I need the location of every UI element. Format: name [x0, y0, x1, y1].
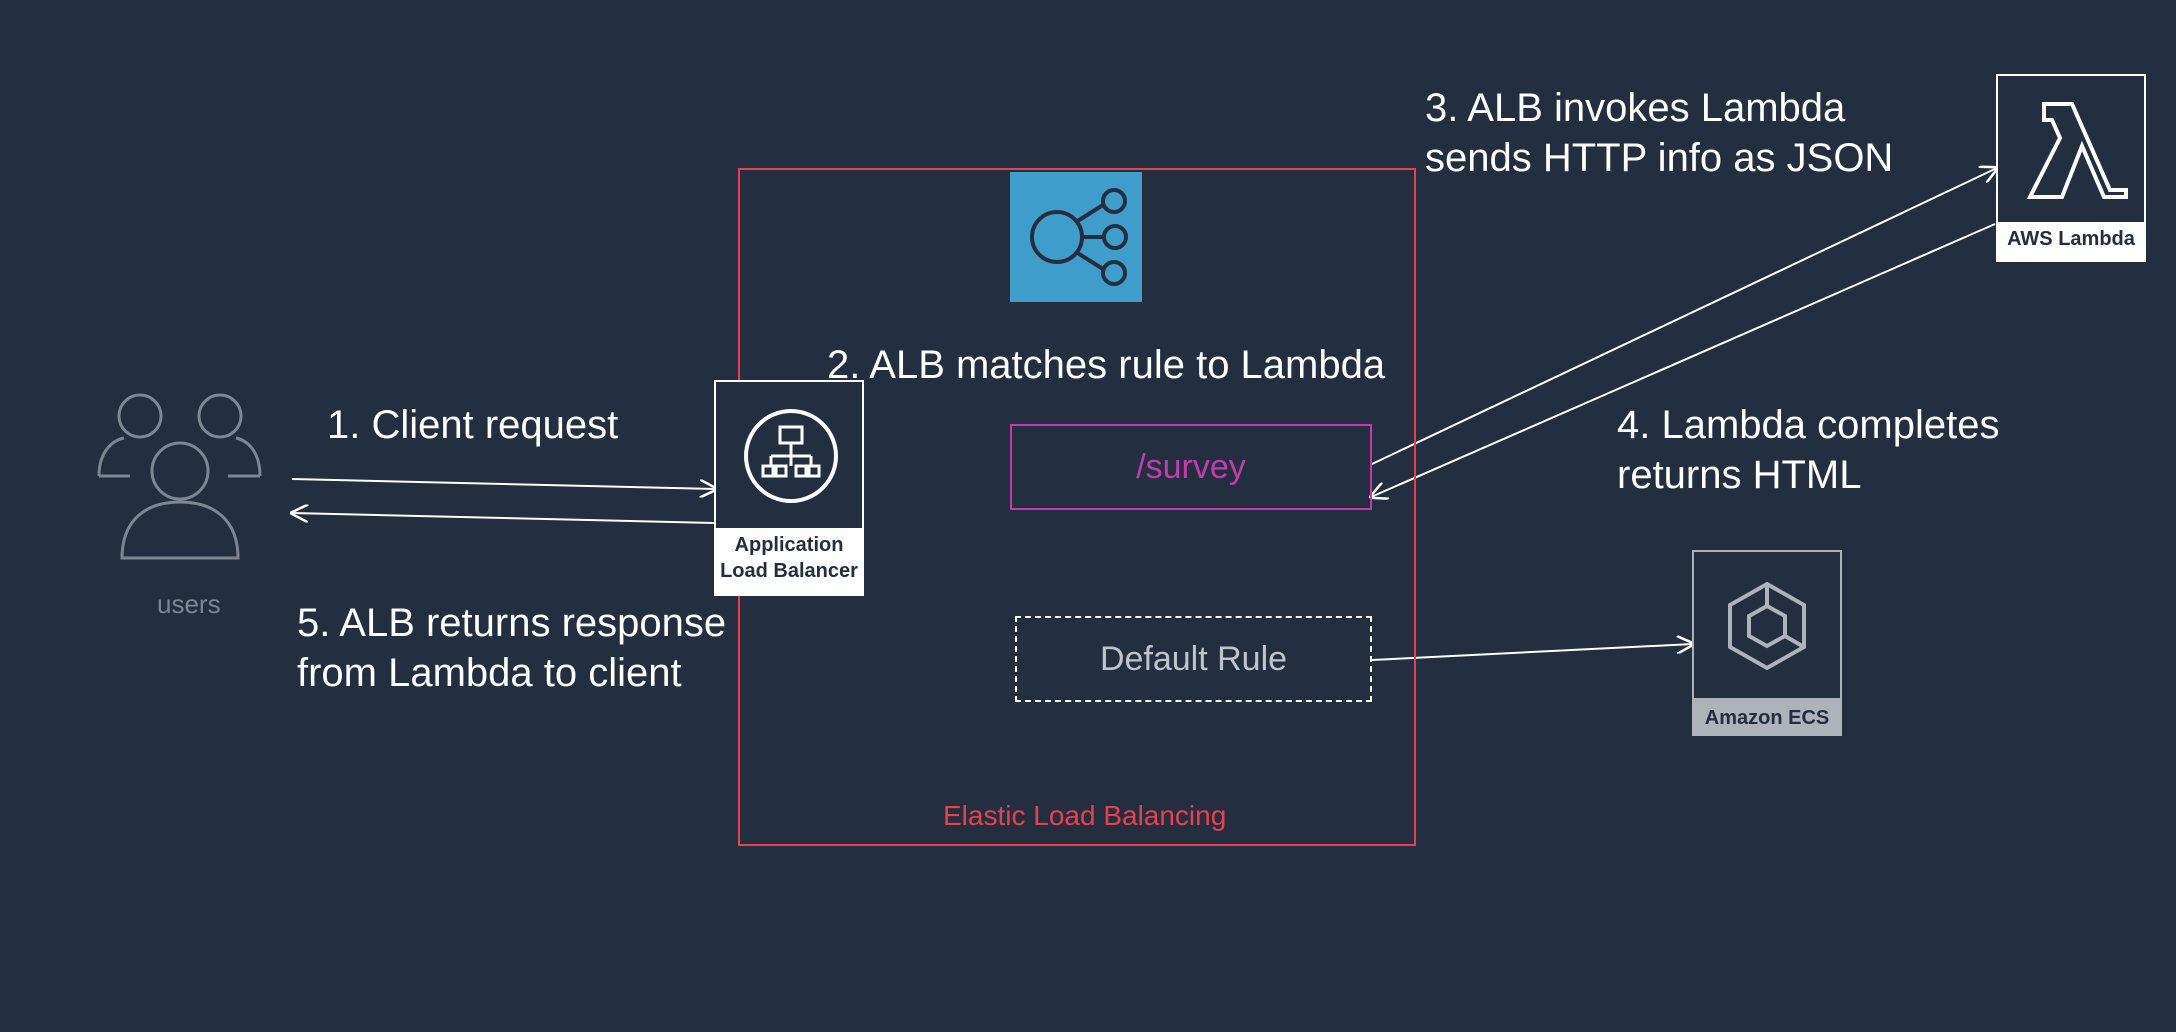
alb-label-line2: Load Balancer — [720, 560, 858, 582]
arrow-survey-to-lambda — [1371, 168, 1997, 465]
step-5-label-line1: 5. ALB returns response — [297, 601, 727, 645]
application-load-balancer-icon — [744, 409, 838, 503]
elb-group-label: Elastic Load Balancing — [943, 800, 1227, 831]
amazon-ecs-card: Amazon ECS — [1692, 550, 1842, 736]
alb-label-line1: Application — [734, 534, 844, 556]
arrow-client-to-alb — [291, 478, 716, 489]
lambda-icon — [2026, 102, 2128, 199]
alb-icon-area — [716, 382, 862, 528]
users-label: users — [157, 589, 221, 619]
elb-symbol-icon — [1030, 188, 1128, 286]
step-4-label-line1: 4. Lambda completes — [1617, 403, 2000, 447]
ecs-icon — [1728, 581, 1806, 671]
step-4-label-line2: returns HTML — [1617, 453, 1862, 497]
step-3-label-line1: 3. ALB invokes Lambda — [1425, 86, 1846, 130]
aws-lambda-card: AWS Lambda — [1996, 74, 2146, 262]
arrow-lambda-to-survey — [1371, 223, 1996, 497]
lambda-icon-area — [1998, 76, 2144, 222]
ecs-caption-bar: Amazon ECS — [1694, 698, 1840, 734]
lambda-label: AWS Lambda — [2007, 228, 2135, 250]
elastic-load-balancing-icon — [1010, 172, 1142, 302]
ecs-label: Amazon ECS — [1704, 707, 1830, 729]
arrow-alb-to-client — [292, 513, 715, 524]
rule-default: Default Rule — [1015, 616, 1372, 702]
step-5-label-line2: from Lambda to client — [297, 651, 682, 695]
rule-survey: /survey — [1010, 424, 1372, 510]
step-1-label: 1. Client request — [327, 403, 619, 447]
users-icon — [97, 393, 262, 560]
step-3-label-line2: sends HTTP info as JSON — [1425, 136, 1894, 180]
application-load-balancer-card: Application Load Balancer — [714, 380, 864, 596]
step-2-label: 2. ALB matches rule to Lambda — [827, 343, 1386, 387]
arrow-default-to-ecs — [1371, 644, 1693, 661]
